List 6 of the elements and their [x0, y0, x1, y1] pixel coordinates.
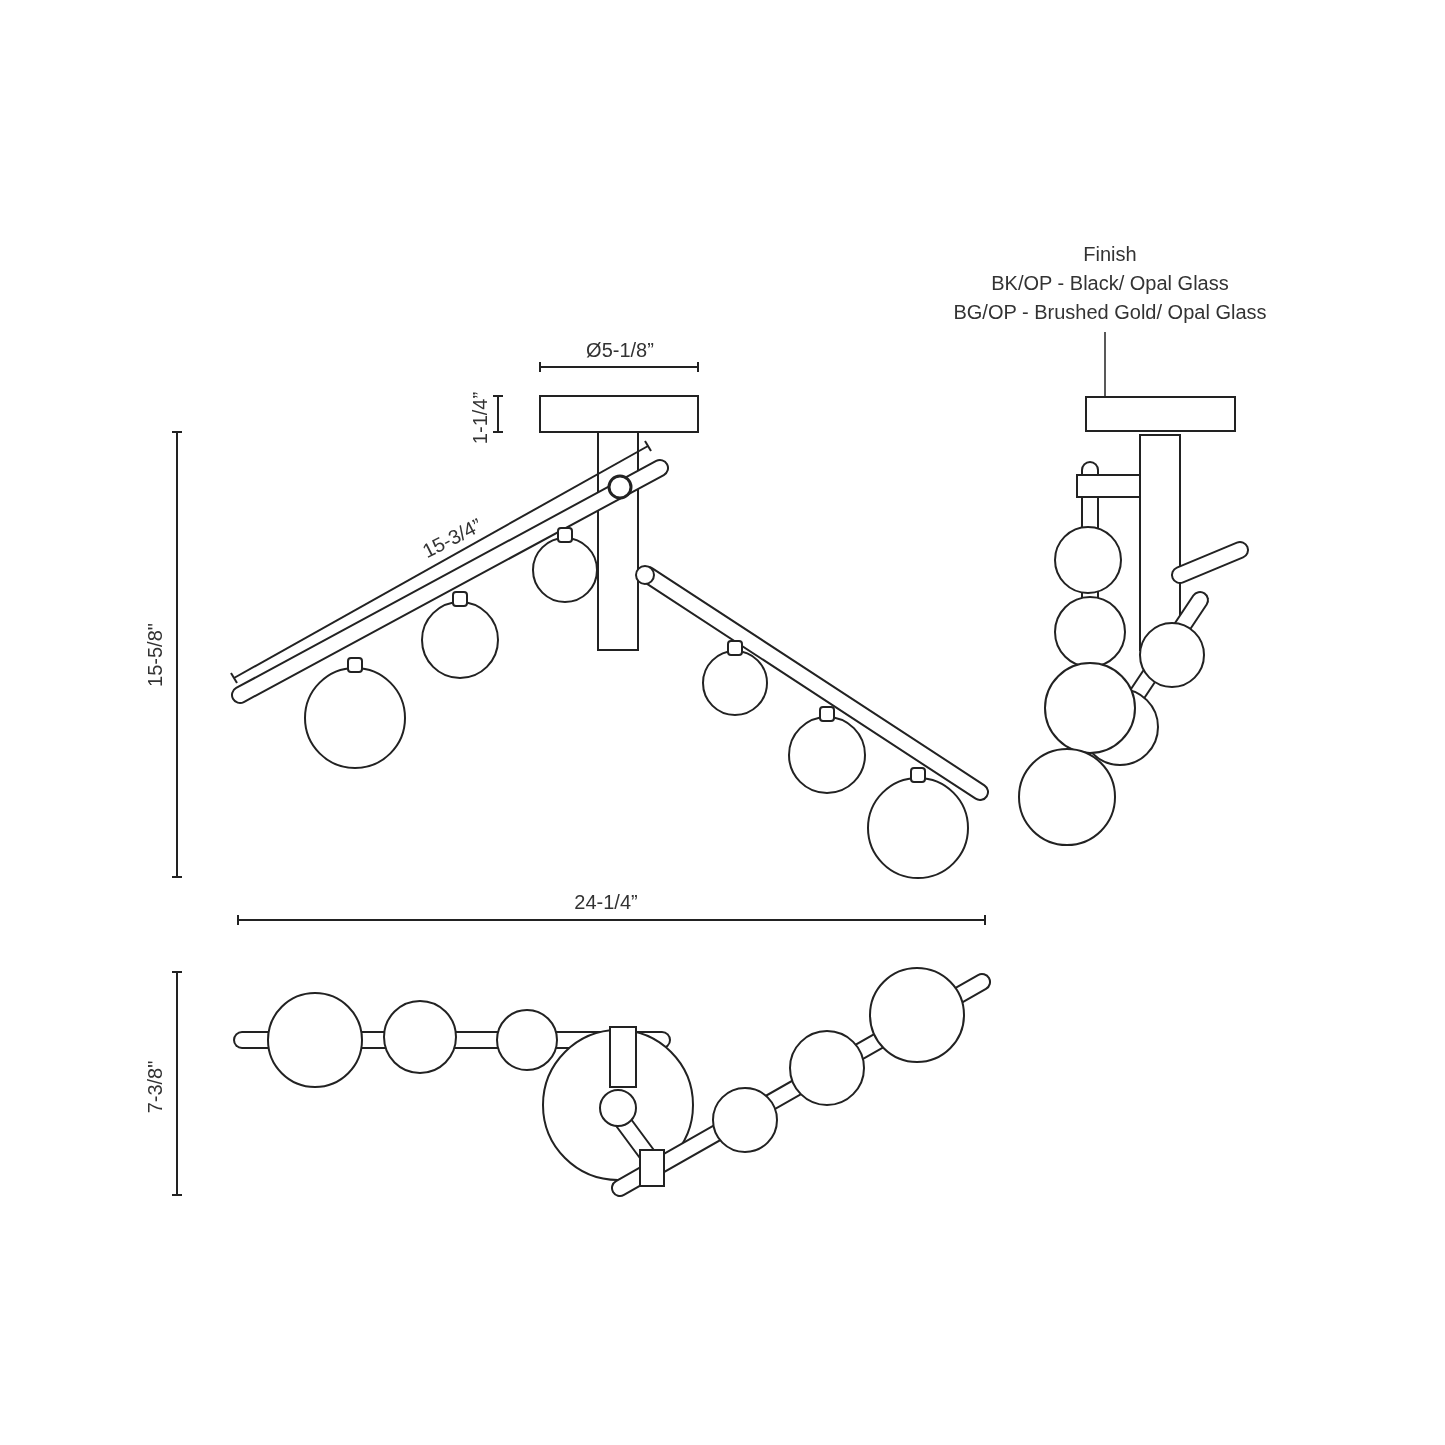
dimension-label: Ø5-1/8” [586, 339, 654, 361]
finish-heading: Finish [1083, 242, 1137, 267]
finish-option: BG/OP - Brushed Gold/ Opal Glass [953, 298, 1267, 327]
canopy-box [1085, 396, 1236, 432]
leader-line [1104, 331, 1106, 397]
finish-option: BK/OP - Black/ Opal Glass [991, 269, 1229, 298]
